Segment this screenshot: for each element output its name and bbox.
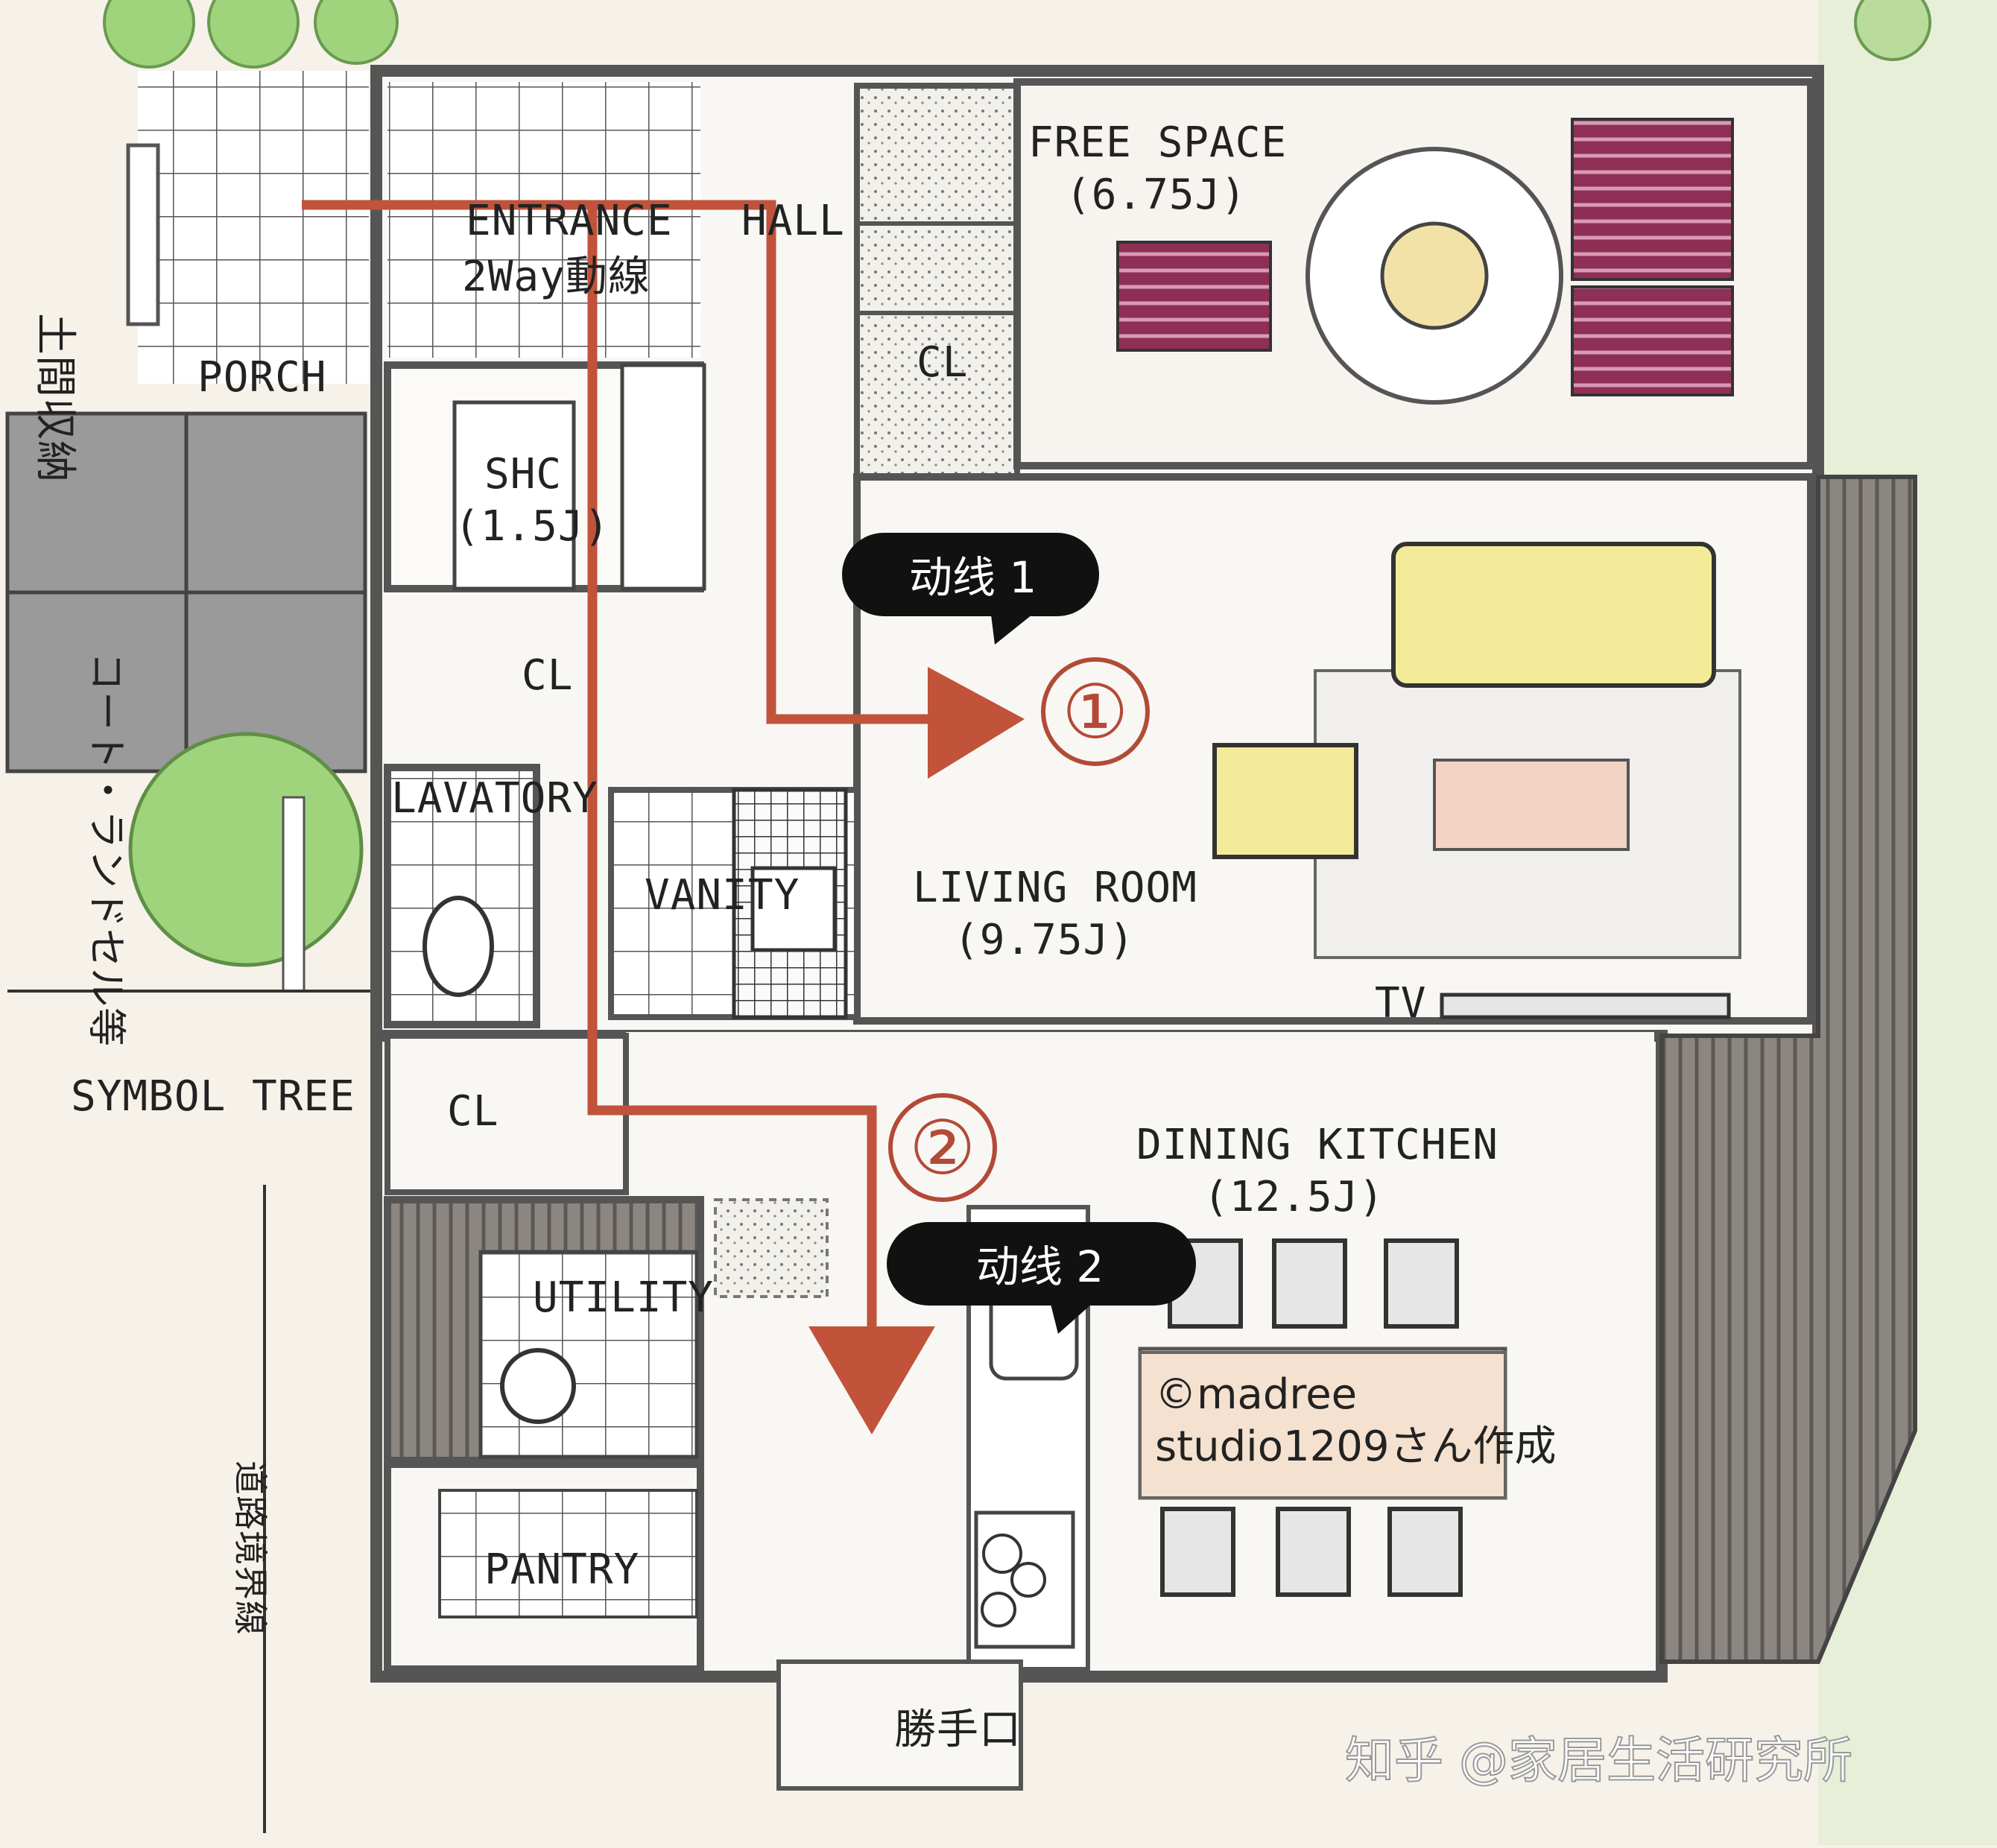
shc-area: (1.5J) (455, 502, 610, 551)
symbol-tree-label: SYMBOL TREE (71, 1072, 355, 1121)
mat-1 (1116, 241, 1272, 352)
free-space-area: (6.75J) (1066, 171, 1247, 219)
symbol-tree (128, 732, 364, 993)
route-2-path (587, 205, 935, 1434)
mat-2 (1571, 118, 1734, 281)
route-1-mark-text: ① (1062, 668, 1129, 756)
tv-board (1440, 993, 1731, 1019)
cl-lower-label: CL (447, 1087, 499, 1136)
credit-line-1: ©madree (1155, 1370, 1357, 1419)
wood-deck (1659, 475, 1917, 1664)
toilet (422, 896, 494, 997)
mat-3 (1571, 285, 1734, 396)
cl-mid-label: CL (522, 651, 573, 700)
route-1-text: 动线 1 (909, 552, 1037, 603)
armchair (1212, 743, 1358, 859)
road-boundary-label: 道路境界線 (230, 1461, 270, 1636)
utility-room (478, 1250, 699, 1459)
vanity-label: VANITY (645, 871, 800, 920)
parking-area (5, 411, 367, 773)
credit-line-2: studio1209さん作成 (1155, 1423, 1557, 1471)
lavatory-label: LAVATORY (391, 774, 598, 823)
dining-kitchen-room (626, 1032, 1654, 1658)
route-1-path (302, 200, 1025, 779)
sofa (1391, 542, 1716, 688)
porch-floor (138, 71, 369, 384)
credit-box (1139, 1351, 1507, 1499)
doma-storage-label: 土間収納 (31, 313, 79, 483)
living-room-label: LIVING ROOM (913, 864, 1197, 912)
living-room-area: (9.75J) (954, 916, 1135, 964)
closet-lower (384, 1033, 629, 1195)
hall-label: HALL (741, 197, 845, 245)
utility-label: UTILITY (533, 1273, 714, 1322)
back-door-label: 勝手口 (894, 1706, 1022, 1754)
route-2-text: 动线 2 (976, 1241, 1104, 1292)
back-door (776, 1659, 1023, 1791)
hall-floor (708, 82, 857, 745)
route-2-mark-text: ② (909, 1104, 976, 1192)
cl-upper-label: CL (917, 338, 968, 387)
entrance-sub-label: 2Way動線 (462, 253, 651, 301)
stove (974, 1510, 1075, 1649)
route-2-badge (887, 1222, 1196, 1334)
shc-label: SHC (484, 450, 562, 499)
pantry-label: PANTRY (484, 1545, 639, 1594)
coffee-table (1433, 759, 1630, 851)
porch-label: PORCH (197, 353, 327, 402)
watermark: 知乎 @家居生活研究所 (1345, 1732, 1852, 1789)
top-trees (103, 0, 1931, 69)
dining-kitchen-area: (12.5J) (1203, 1173, 1384, 1221)
dining-kitchen-label: DINING KITCHEN (1136, 1121, 1498, 1169)
closet-dotted (854, 83, 1020, 484)
route-1-badge (842, 533, 1099, 645)
route-1-mark (1041, 657, 1150, 766)
entrance-label: ENTRANCE (466, 197, 673, 245)
coat-storage-label: コート・ランドセル等 (83, 652, 128, 1047)
chairs (1160, 1238, 1463, 1597)
route-2-mark (888, 1093, 997, 1202)
tv-label: TV (1375, 979, 1426, 1028)
round-table (1380, 221, 1489, 330)
free-space-label: FREE SPACE (1028, 118, 1287, 167)
entrance-floor (387, 82, 700, 358)
washer (500, 1348, 576, 1424)
